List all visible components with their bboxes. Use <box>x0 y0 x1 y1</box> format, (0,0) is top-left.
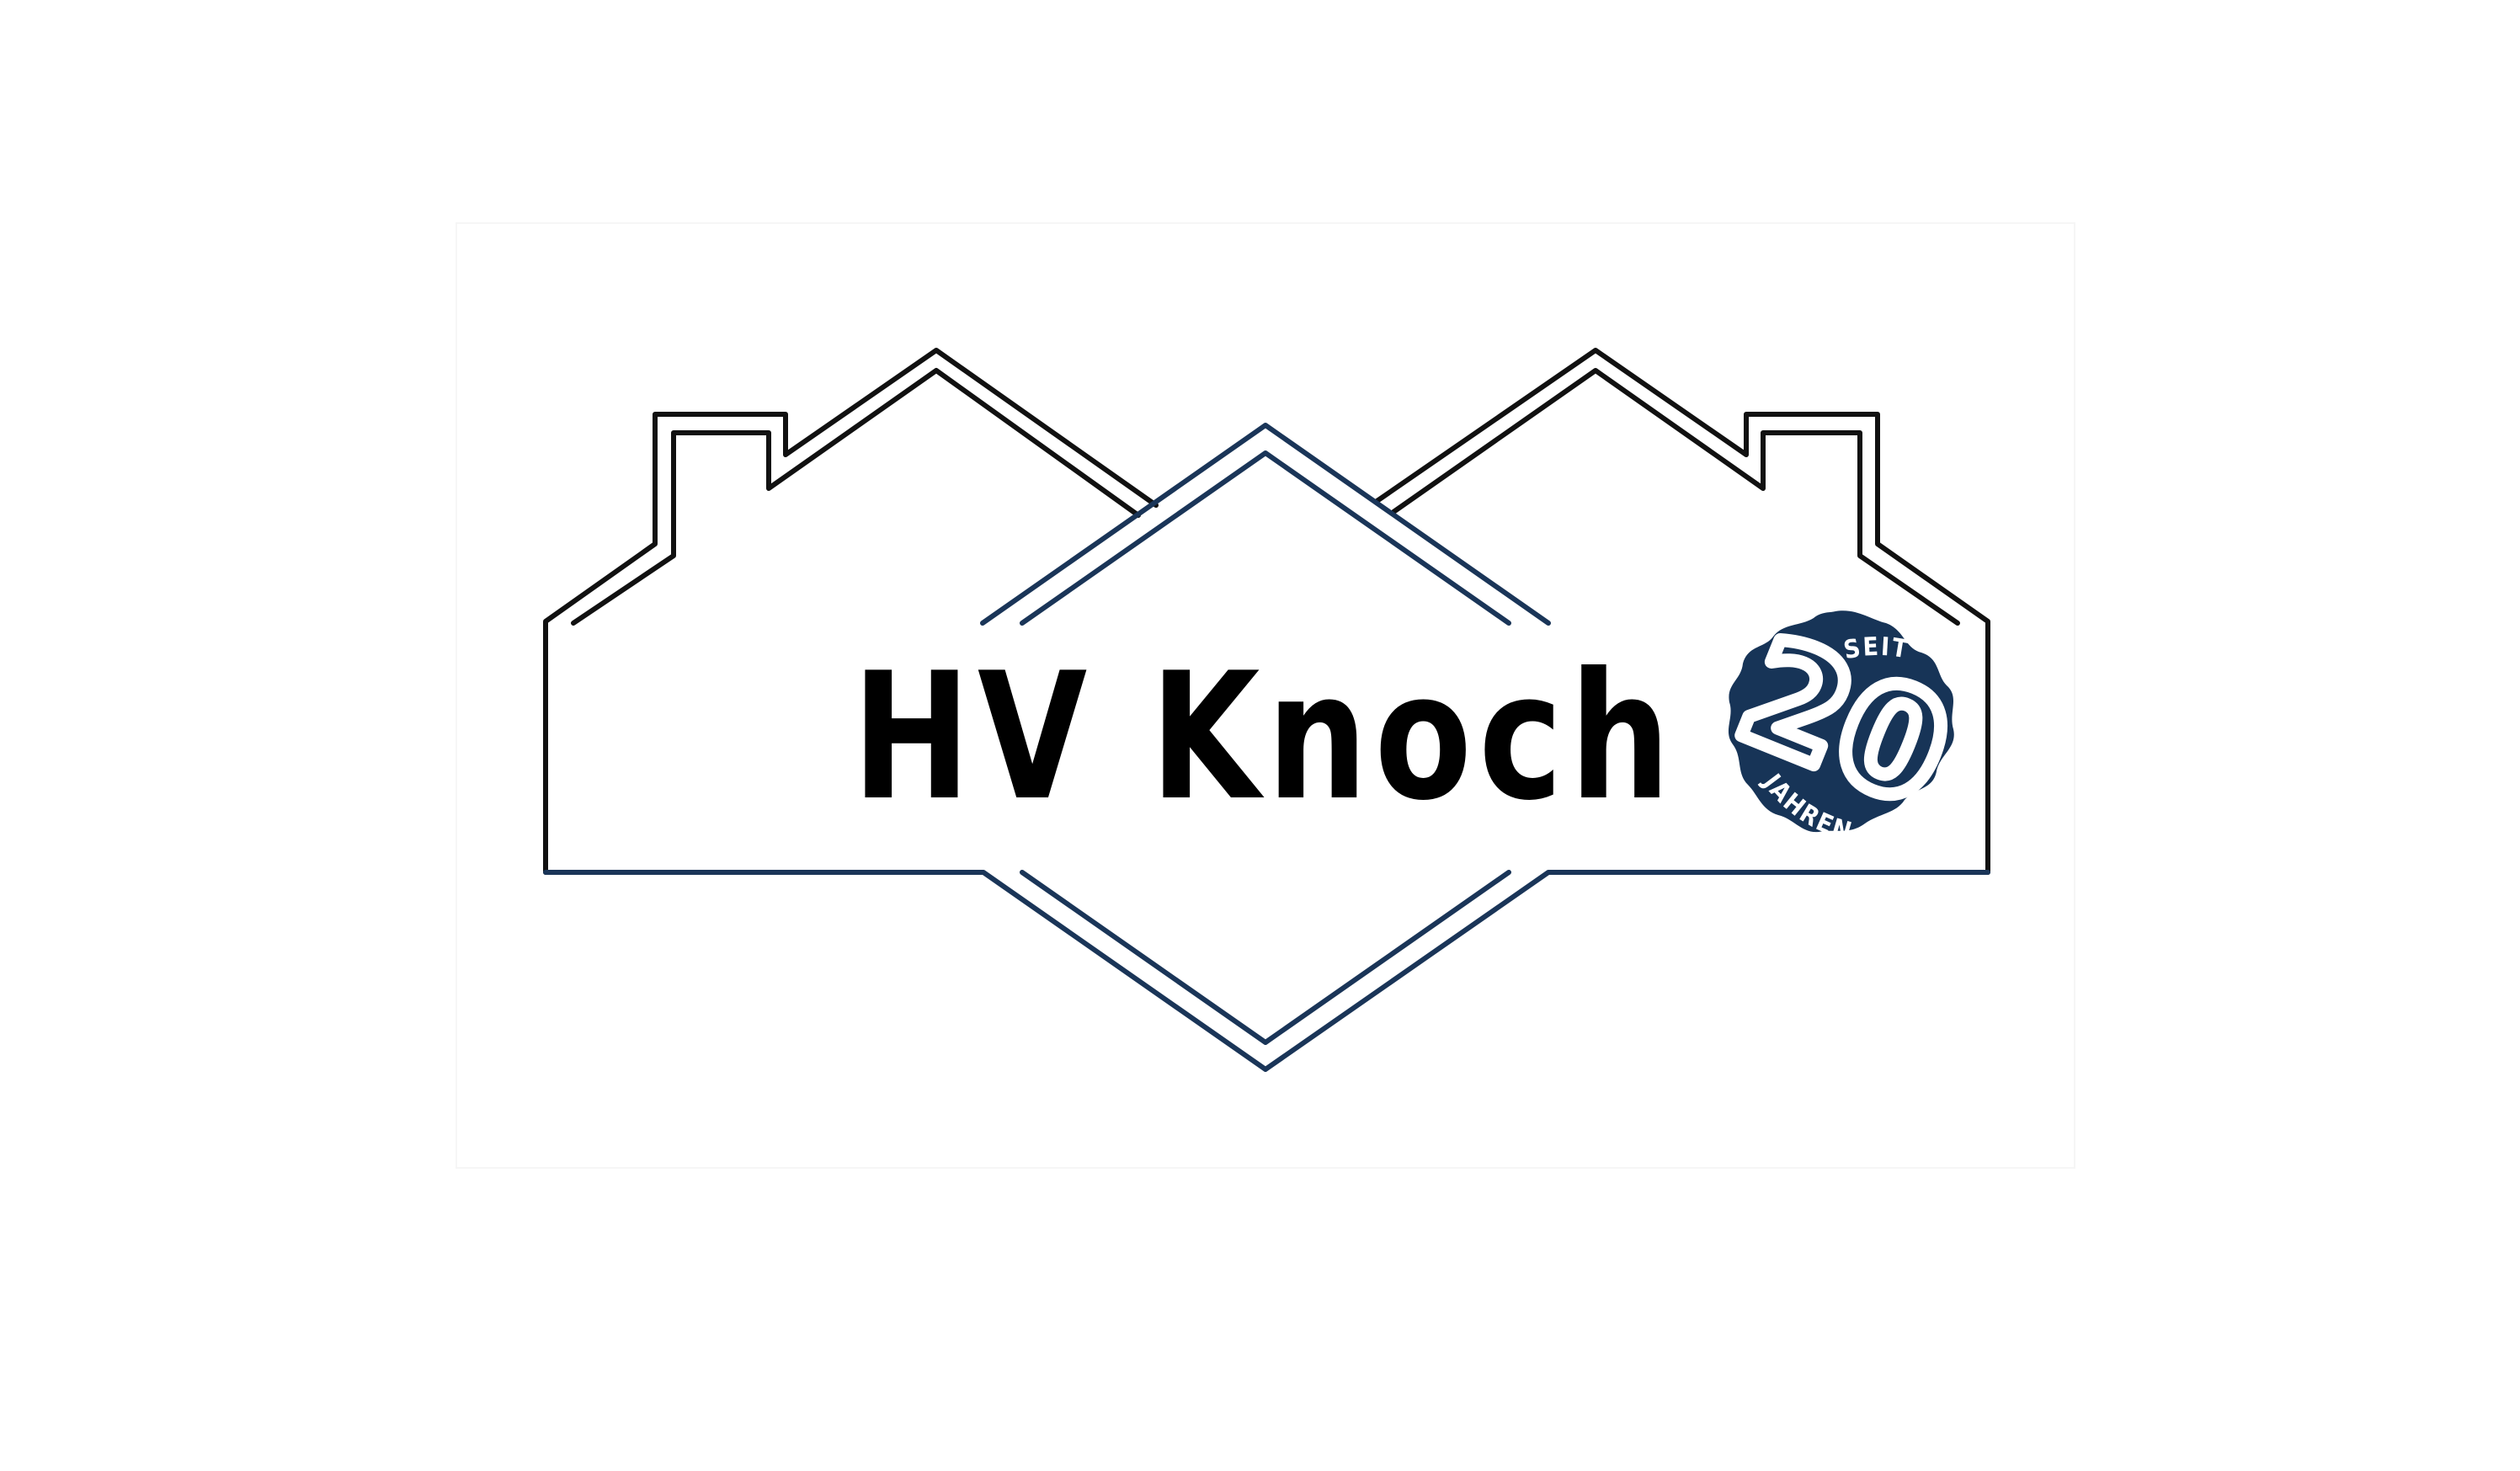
left-house-outer-line <box>543 348 1159 875</box>
left-house-outline <box>543 348 1159 875</box>
anniversary-badge: SEIT 20 JAHREN <box>1711 599 1979 847</box>
base-outer-line <box>543 870 1990 1072</box>
badge-number: 20 <box>1718 605 1972 840</box>
center-roof-outer-line <box>980 423 1551 626</box>
base-inner-v-line <box>1020 870 1511 1045</box>
logo-frame <box>456 222 2075 1169</box>
base-outline <box>543 870 1990 1072</box>
right-house-outline <box>1373 348 1990 875</box>
brand-name: HV Knoch <box>852 636 1677 839</box>
center-roof-inner-line <box>1020 450 1511 626</box>
right-house-outer-line <box>1373 348 1990 875</box>
right-house-inner-line <box>1391 368 1960 626</box>
rosette-badge-icon <box>1728 610 1954 833</box>
left-house-inner-line <box>571 368 1141 626</box>
center-roof-outline <box>980 423 1551 626</box>
badge-top-text: SEIT <box>1841 632 1911 666</box>
